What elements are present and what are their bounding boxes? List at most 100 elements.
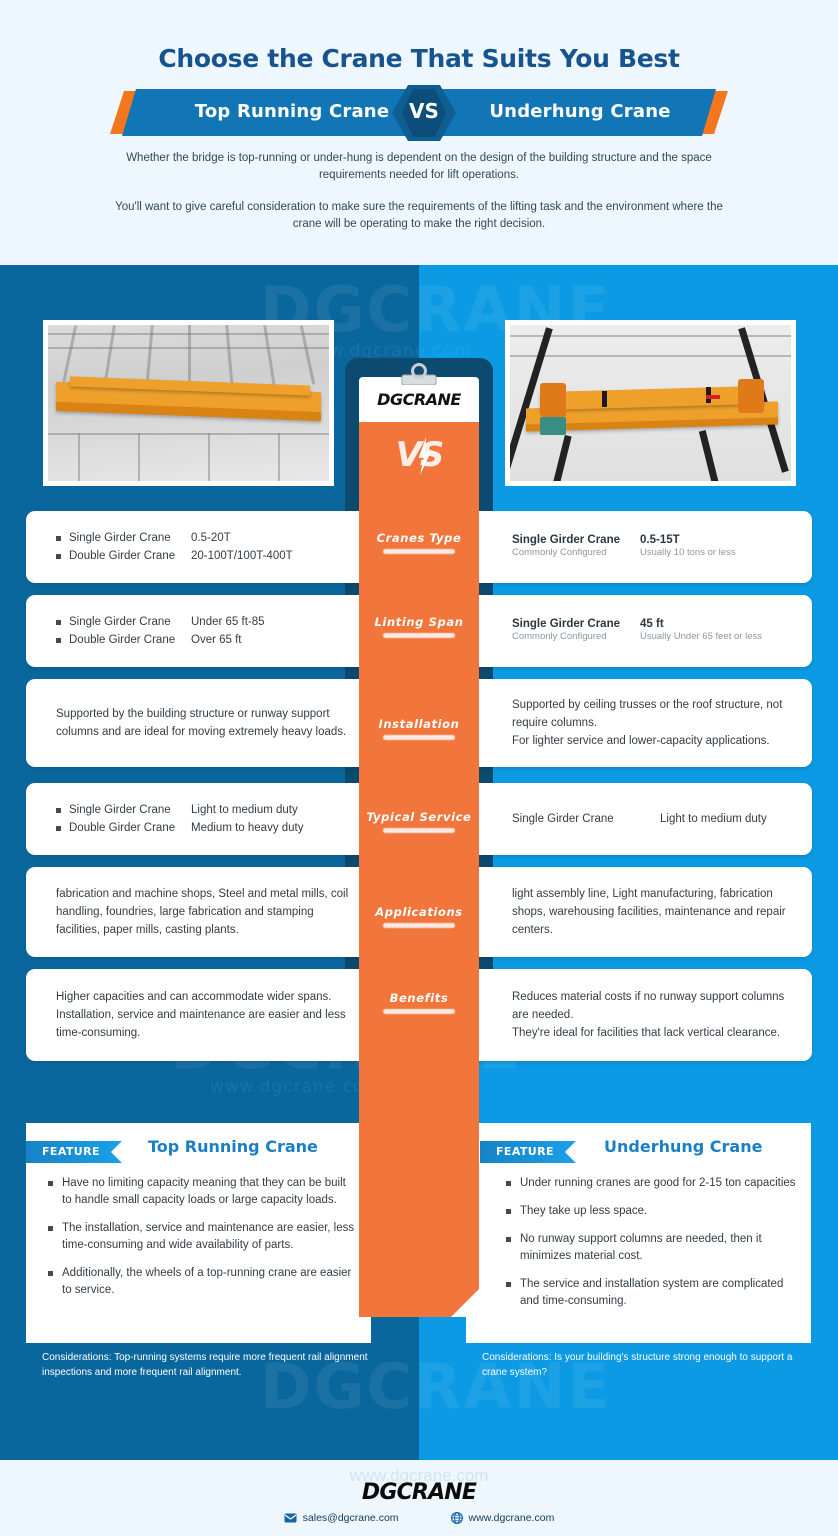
email-icon <box>284 1513 297 1523</box>
card-paragraph: Supported by the building structure or r… <box>56 708 347 738</box>
comparison-section: DGCRANE www.dgcrane.com DGCRANE www.dgcr… <box>0 265 838 1460</box>
banner-label-top-running: Top Running Crane <box>194 101 390 122</box>
left-card-applications: fabrication and machine shops, Steel and… <box>26 867 386 957</box>
ribbon-label: FEATURE <box>480 1141 576 1163</box>
footer-logo: DGCRANE <box>361 1480 477 1505</box>
crane-photo-left <box>48 325 329 481</box>
ribbon-label: FEATURE <box>26 1141 122 1163</box>
row-label-benefits: Benefits <box>359 991 479 1014</box>
globe-icon <box>450 1512 463 1524</box>
card-paragraph: Supported by ceiling trusses or the roof… <box>512 699 783 747</box>
footer-watermark: www.dgcrane.com <box>349 1466 489 1485</box>
kv-sub-text: Usually 10 tons or less <box>640 547 736 558</box>
row-label-cranes-type: Cranes Type <box>359 531 479 554</box>
row-label-text: Installation <box>378 717 460 731</box>
footer-website-item[interactable]: www.dgcrane.com <box>450 1512 555 1524</box>
banner-bar-right <box>422 89 716 136</box>
kv-main-text: 45 ft <box>640 618 664 630</box>
kv-sub-text: Commonly Configured <box>512 547 607 558</box>
clipboard-vs-text: VS <box>395 435 445 475</box>
list-item: They take up less space. <box>506 1203 802 1220</box>
row-label-text: Linting Span <box>374 615 464 629</box>
list-item: Have no limiting capacity meaning that t… <box>48 1175 356 1209</box>
feature-title-left: Top Running Crane <box>148 1137 318 1156</box>
kv-main-text: Single Girder Crane <box>512 618 621 630</box>
row-label-text: Benefits <box>389 991 449 1005</box>
kv-row: Single Girder Crane Commonly Configured … <box>512 618 790 642</box>
bullet-value: Medium to heavy duty <box>191 822 304 834</box>
crane-photo-right <box>510 325 791 481</box>
row-label-applications: Applications <box>359 905 479 928</box>
list-item: The service and installation system are … <box>506 1276 802 1310</box>
bullet-key: Single Girder Crane <box>69 804 171 816</box>
row-label-typical-service: Typical Service <box>359 810 479 833</box>
plain-row: Single Girder Crane Light to medium duty <box>512 813 790 825</box>
bullet-list: Single Girder Crane Light to medium duty… <box>56 801 364 837</box>
footer-email-item[interactable]: sales@dgcrane.com <box>284 1512 399 1524</box>
bullet-value: 20-100T/100T-400T <box>191 550 293 562</box>
bullet-value: 0.5-20T <box>191 532 231 544</box>
list-item: Single Girder Crane 0.5-20T <box>56 529 364 547</box>
clipboard-paper: DGCRANE VS Cranes Type Linting Span Inst… <box>359 377 479 1317</box>
kv-col-2: 0.5-15T Usually 10 tons or less <box>640 534 790 558</box>
feature-box-underhung: FEATURE Underhung Crane Under running cr… <box>466 1123 811 1343</box>
right-card-typical-service: Single Girder Crane Light to medium duty <box>452 783 812 855</box>
right-card-installation: Supported by ceiling trusses or the roof… <box>452 679 812 767</box>
bullet-value: Over 65 ft <box>191 634 242 646</box>
kv-sub-text: Usually Under 65 feet or less <box>640 631 762 642</box>
list-item: No runway support columns are needed, th… <box>506 1231 802 1265</box>
plain-col-2: Light to medium duty <box>660 813 767 825</box>
header-section: Choose the Crane That Suits You Best Top… <box>0 0 838 265</box>
list-item: Double Girder Crane Medium to heavy duty <box>56 819 364 837</box>
row-label-text: Cranes Type <box>376 531 462 545</box>
left-card-typical-service: Single Girder Crane Light to medium duty… <box>26 783 386 855</box>
footer-section: www.dgcrane.com DGCRANE sales@dgcrane.co… <box>0 1460 838 1536</box>
card-paragraph: light assembly line, Light manufacturing… <box>512 888 786 936</box>
kv-col-1: Single Girder Crane Commonly Configured <box>512 618 640 642</box>
banner-bar-left <box>122 89 422 136</box>
bullet-key: Double Girder Crane <box>69 634 176 646</box>
row-label-underline <box>383 549 455 554</box>
row-label-underline <box>383 828 455 833</box>
left-card-benefits: Higher capacities and can accommodate wi… <box>26 969 386 1061</box>
paper-fold-corner <box>451 1289 479 1317</box>
card-paragraph: fabrication and machine shops, Steel and… <box>56 888 349 936</box>
list-item: The installation, service and maintenanc… <box>48 1220 356 1254</box>
list-item: Single Girder Crane Under 65 ft-85 <box>56 613 364 631</box>
list-item: Single Girder Crane Light to medium duty <box>56 801 364 819</box>
footer-email-text: sales@dgcrane.com <box>302 1512 399 1524</box>
feature-title-right: Underhung Crane <box>604 1137 763 1156</box>
right-card-applications: light assembly line, Light manufacturing… <box>452 867 812 957</box>
card-paragraph: Reduces material costs if no runway supp… <box>512 991 785 1039</box>
left-card-installation: Supported by the building structure or r… <box>26 679 386 767</box>
row-label-underline <box>383 735 455 740</box>
intro-paragraph-2: You'll want to give careful consideratio… <box>115 201 723 230</box>
footer-website-text: www.dgcrane.com <box>468 1512 555 1524</box>
bullet-value: Under 65 ft-85 <box>191 616 265 628</box>
row-label-underline <box>383 923 455 928</box>
right-card-cranes-type: Single Girder Crane Commonly Configured … <box>452 511 812 583</box>
bullet-key: Double Girder Crane <box>69 822 176 834</box>
bullet-key: Double Girder Crane <box>69 550 176 562</box>
top-running-crane-image <box>43 320 334 486</box>
plain-col-1: Single Girder Crane <box>512 813 614 825</box>
kv-col-2: 45 ft Usually Under 65 feet or less <box>640 618 790 642</box>
left-card-cranes-type: Single Girder Crane 0.5-20T Double Girde… <box>26 511 386 583</box>
vs-banner: Top Running Crane VS Underhung Crane <box>110 85 728 141</box>
feature-list-left: Have no limiting capacity meaning that t… <box>48 1175 356 1310</box>
vs-text: VS <box>409 99 439 123</box>
footer-contact-row: sales@dgcrane.com www.dgcrane.com <box>0 1512 838 1524</box>
intro-paragraph-1: Whether the bridge is top-running or und… <box>126 152 712 181</box>
feature-list-right: Under running cranes are good for 2-15 t… <box>506 1175 802 1321</box>
kv-main-text: 0.5-15T <box>640 534 680 546</box>
left-card-linting-span: Single Girder Crane Under 65 ft-85 Doubl… <box>26 595 386 667</box>
bullet-value: Light to medium duty <box>191 804 298 816</box>
bullet-key: Single Girder Crane <box>69 616 171 628</box>
row-label-underline <box>383 633 455 638</box>
bullet-list: Single Girder Crane 0.5-20T Double Girde… <box>56 529 364 565</box>
row-label-linting-span: Linting Span <box>359 615 479 638</box>
underhung-crane-image <box>505 320 796 486</box>
bullet-list: Single Girder Crane Under 65 ft-85 Doubl… <box>56 613 364 649</box>
bullet-key: Single Girder Crane <box>69 532 171 544</box>
dgcrane-logo-text: DGCRANE <box>377 390 461 409</box>
